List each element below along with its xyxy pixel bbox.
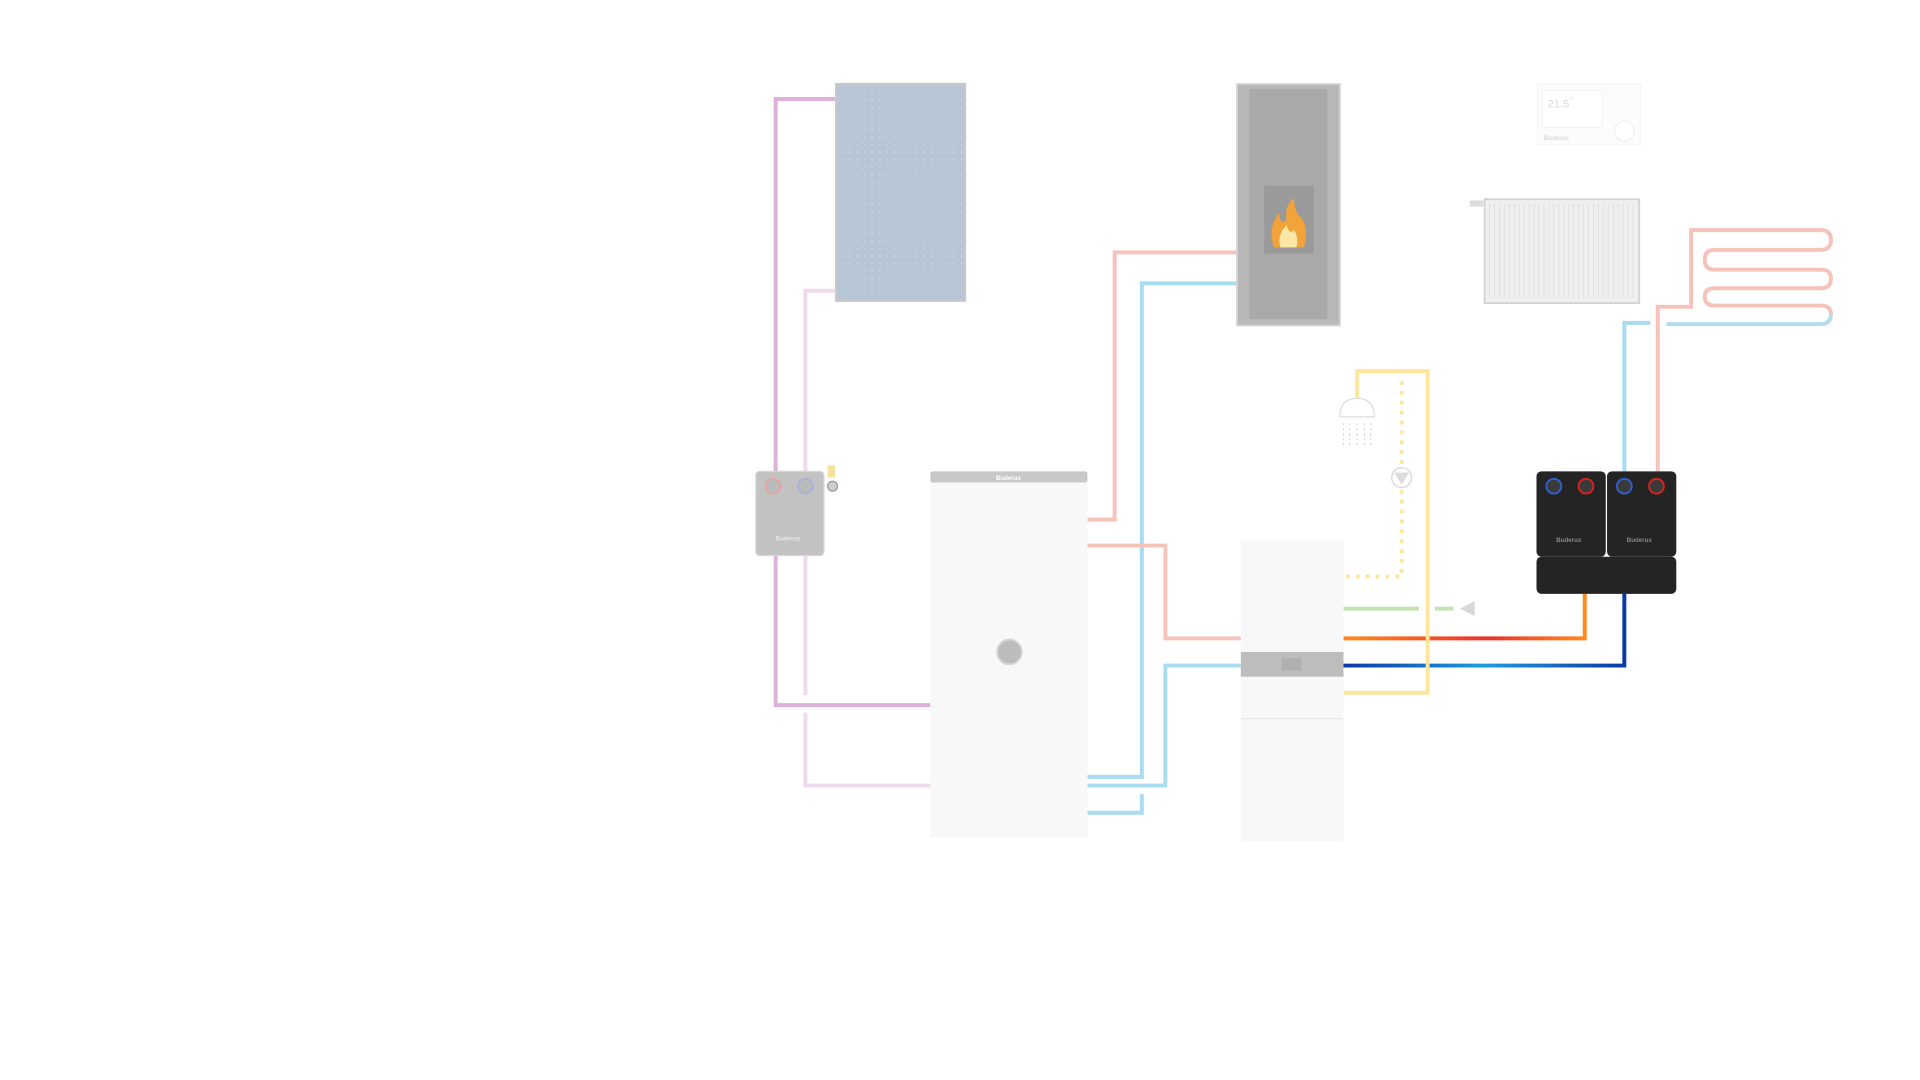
gauge-icon — [1545, 477, 1563, 495]
solar-station: Buderus — [755, 465, 839, 557]
floor-heating-coil-return — [1666, 314, 1833, 327]
tank-thermometer — [996, 638, 1023, 666]
shower-icon — [1339, 397, 1376, 448]
solar-station-brand: Buderus — [776, 536, 802, 543]
circulation-pump-icon — [1390, 466, 1413, 489]
tank-boiler-flow-pipe — [1087, 543, 1241, 641]
expansion-valve-icon — [827, 480, 839, 492]
controller-dial — [1613, 120, 1635, 142]
floor-heating-coil — [1655, 228, 1833, 472]
wood-stove — [1236, 83, 1341, 327]
pump-stations: Buderus Buderus — [1536, 471, 1677, 594]
stove-return-pipe — [1087, 281, 1238, 815]
pump-station-2-brand: Buderus — [1627, 537, 1653, 544]
gauge-icon — [764, 477, 782, 495]
tank-boiler-return-pipe — [1087, 663, 1241, 788]
hot-water-pipe — [1343, 369, 1430, 695]
pump-station-2: Buderus — [1607, 471, 1677, 557]
gauge-icon — [1577, 477, 1595, 495]
controller-temperature: 21.5 — [1548, 99, 1570, 111]
gas-inlet-arrow-icon — [1459, 601, 1475, 617]
room-controller: 21.5 °C Buderus — [1537, 83, 1642, 146]
floor-heating-return-pipe — [1622, 320, 1651, 472]
pump-station-1: Buderus — [1536, 471, 1606, 557]
storage-tank: Buderus — [930, 471, 1088, 838]
flame-icon — [1271, 197, 1306, 248]
heating-return-pipe — [1343, 593, 1627, 668]
thermostatic-valve — [1469, 200, 1484, 207]
solar-collector — [835, 82, 967, 302]
solar-return-pipe — [803, 288, 931, 788]
gauge-icon — [1615, 477, 1633, 495]
controller-brand: Buderus — [1544, 135, 1570, 142]
solar-flow-pipe — [773, 96, 931, 708]
controller-unit: °C — [1569, 96, 1575, 102]
pump-station-1-brand: Buderus — [1556, 537, 1582, 544]
stove-flow-pipe — [1087, 250, 1238, 522]
heating-flow-pipe — [1343, 593, 1587, 641]
tank-brand: Buderus — [996, 475, 1022, 482]
gas-boiler — [1240, 540, 1344, 842]
gauge-icon — [1648, 477, 1665, 495]
radiator — [1469, 198, 1641, 305]
gauge-icon — [797, 477, 814, 495]
